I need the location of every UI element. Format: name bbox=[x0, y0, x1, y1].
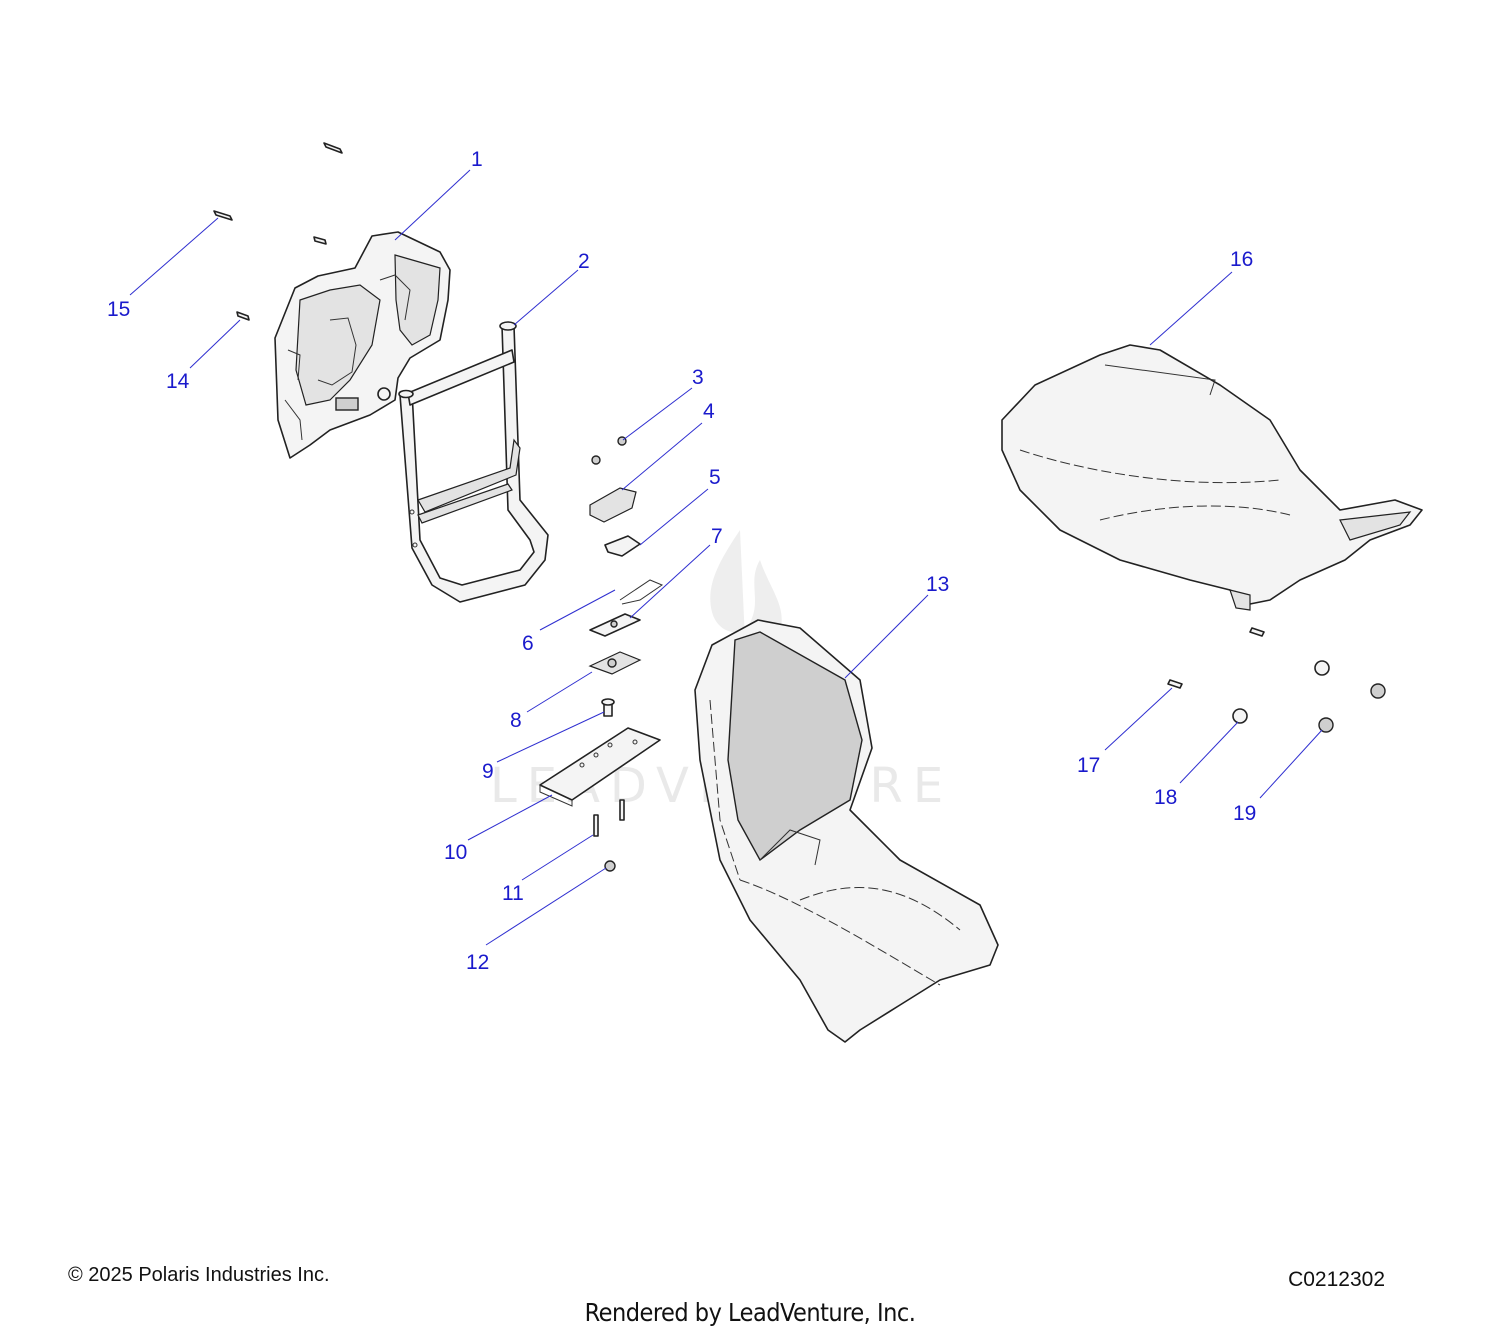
callout-3: 3 bbox=[692, 366, 704, 389]
callout-labels: 1 2 3 4 5 6 7 8 9 10 11 12 13 14 15 16 1… bbox=[107, 148, 1256, 974]
part-1-storage-bracket bbox=[274, 231, 451, 459]
callout-8: 8 bbox=[510, 709, 522, 732]
callout-13: 13 bbox=[926, 573, 949, 596]
callout-16: 16 bbox=[1230, 248, 1253, 271]
callout-15: 15 bbox=[107, 298, 130, 321]
callout-19: 19 bbox=[1233, 802, 1256, 825]
callout-5: 5 bbox=[709, 466, 721, 489]
callout-17: 17 bbox=[1077, 754, 1100, 777]
callout-1: 1 bbox=[471, 148, 483, 171]
callout-12: 12 bbox=[466, 951, 489, 974]
rendered-by-credit: Rendered by LeadVenture, Inc. bbox=[584, 1298, 916, 1327]
callout-2: 2 bbox=[578, 250, 590, 273]
callout-7: 7 bbox=[711, 525, 723, 548]
hardware-bolts bbox=[213, 142, 1386, 872]
part-16-main-seat bbox=[1001, 344, 1423, 611]
diagram-code: C0212302 bbox=[1288, 1268, 1385, 1291]
part-2-backrest-frame bbox=[398, 321, 549, 603]
part-13-rear-seat bbox=[694, 619, 999, 1043]
callout-11: 11 bbox=[502, 882, 524, 905]
copyright-notice: © 2025 Polaris Industries Inc. bbox=[68, 1264, 330, 1286]
callout-9: 9 bbox=[482, 760, 494, 783]
callout-4: 4 bbox=[703, 400, 715, 423]
callout-18: 18 bbox=[1154, 786, 1177, 809]
callout-10: 10 bbox=[444, 841, 467, 864]
callout-6: 6 bbox=[522, 632, 534, 655]
leader-lines bbox=[129, 169, 1323, 946]
callout-14: 14 bbox=[166, 370, 190, 393]
